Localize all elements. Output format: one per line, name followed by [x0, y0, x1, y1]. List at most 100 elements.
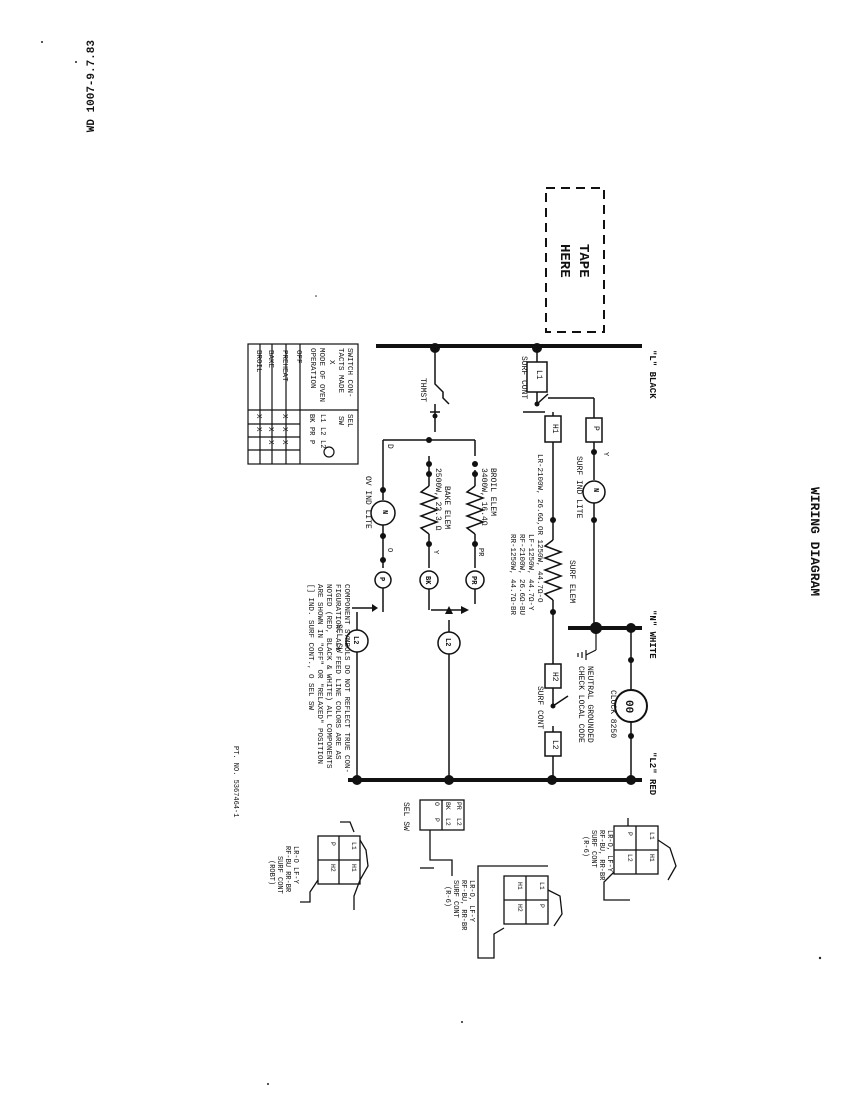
- bake-elem-spec: 2500W, 22.3 Ω: [433, 468, 442, 531]
- svg-text:RF-BU, RR-BR: RF-BU, RR-BR: [459, 880, 467, 931]
- svg-text:P: P: [433, 818, 440, 822]
- tape-label: TAPE: [575, 244, 591, 278]
- svg-text:P: P: [329, 842, 336, 846]
- svg-text:SURF CONT: SURF CONT: [589, 830, 597, 868]
- clock-face-glyph: 00: [622, 700, 634, 713]
- svg-text:X: X: [280, 414, 288, 419]
- svg-text:X: X: [327, 360, 335, 365]
- svg-text:X: X: [280, 440, 288, 445]
- surf-ind-lite-glyph: N: [591, 488, 599, 492]
- svg-text:P: P: [626, 832, 633, 836]
- p-contact-label: P: [591, 426, 600, 431]
- surf-cont-detail-left: L1 H1 P H2 LR-O LF-Y RF-BU RR-BR SURF CO…: [267, 821, 369, 910]
- part-number: PT. NO. 5367464-1: [231, 746, 239, 817]
- svg-text:LR-O LF-Y: LR-O LF-Y: [291, 846, 299, 885]
- svg-text:PREHEAT: PREHEAT: [280, 350, 288, 382]
- l2-contact-label: L2: [550, 740, 559, 750]
- svg-text:L2: L2: [318, 440, 326, 448]
- bake-elem-label: BAKE ELEM: [442, 486, 451, 529]
- svg-text:RR-1250W, 44.7Ω-BR: RR-1250W, 44.7Ω-BR: [508, 534, 516, 616]
- svg-text:L1: L1: [350, 842, 357, 850]
- broil-elem-label: BROIL ELEM: [488, 468, 497, 516]
- svg-text:LR-O, LF-Y: LR-O, LF-Y: [467, 880, 475, 923]
- svg-text:P: P: [538, 904, 545, 908]
- surf-ind-lite-label: SURF IND LITE: [574, 456, 583, 519]
- l2-red-label: "L2" RED: [647, 752, 657, 796]
- l1-contact-label: L1: [534, 370, 543, 380]
- svg-text:NOTED (RED, BLACK & WHITE) ALL: NOTED (RED, BLACK & WHITE) ALL COMPONENT…: [324, 584, 332, 769]
- thermostat-label: THMST: [418, 378, 427, 402]
- component-notes: COMPONENT SYMBOLS DO NOT REFLECT TRUE CO…: [306, 584, 350, 773]
- svg-text:SEL: SEL: [345, 414, 353, 428]
- scan-specks: [41, 41, 822, 1085]
- svg-text:PR: PR: [307, 427, 315, 436]
- surf-elem-specs: LR-2100W, 26.6Ω,OR 1250W, 44.7Ω-O LF-125…: [508, 454, 543, 616]
- h1-contact-label: H1: [550, 424, 559, 434]
- h2-contact-label: H2: [550, 672, 559, 682]
- y-wire-label: Y: [601, 452, 609, 457]
- ground-symbol: [577, 628, 597, 660]
- svg-text:LR-2100W, 26.6Ω,OR 1250W, 44.7: LR-2100W, 26.6Ω,OR 1250W, 44.7Ω-O: [535, 454, 543, 603]
- svg-text:SW: SW: [336, 416, 344, 426]
- svg-text:[] IND. SURF CONT., O SEL SW: [] IND. SURF CONT., O SEL SW: [306, 584, 314, 711]
- neutral-grounded-label: NEUTRAL GROUNDED: [585, 666, 594, 743]
- svg-text:COMPONENT SYMBOLS DO NOT REFLE: COMPONENT SYMBOLS DO NOT REFLECT TRUE CO…: [342, 584, 350, 773]
- svg-text:BROIL: BROIL: [254, 350, 262, 373]
- svg-text:TACTS MADE: TACTS MADE: [336, 348, 344, 394]
- check-local-code-label: CHECK LOCAL CODE: [576, 666, 585, 743]
- svg-text:L1: L1: [648, 832, 655, 840]
- surf-cont-detail-right: L1 H1 P L2 LR-O, LF-Y RF-BU, RR-BR SURF …: [581, 818, 677, 901]
- svg-text:H1: H1: [350, 864, 357, 872]
- oven-circuit: [345, 348, 486, 778]
- svg-text:RF-2100W, 26.6Ω-BU: RF-2100W, 26.6Ω-BU: [517, 534, 525, 615]
- svg-text:L2: L2: [455, 818, 462, 826]
- diagram-title: WIRING DIAGRAM: [807, 487, 822, 596]
- svg-text:PR: PR: [455, 802, 462, 810]
- svg-text:(R-6): (R-6): [581, 836, 589, 857]
- sel-sw-label: SEL SW: [334, 624, 343, 653]
- svg-text:H2: H2: [329, 864, 336, 872]
- svg-text:RF-BU, RR-BR: RF-BU, RR-BR: [597, 830, 605, 881]
- l2-circle-label: L2: [443, 638, 451, 646]
- here-label: HERE: [556, 244, 572, 278]
- svg-text:X: X: [254, 414, 262, 419]
- svg-text:L2: L2: [444, 818, 451, 826]
- neutral-white-label: "N" WHITE: [647, 610, 657, 659]
- d-wire-label: D: [385, 444, 394, 449]
- l2b-circle-label: L2: [351, 636, 359, 644]
- svg-text:X: X: [266, 427, 274, 432]
- svg-text:H1: H1: [516, 882, 523, 890]
- svg-text:L1: L1: [318, 414, 326, 422]
- bk-circle-label: BK: [423, 576, 431, 585]
- svg-text:X: X: [266, 440, 274, 445]
- surf-cont-label-1: SURF CONT: [519, 356, 528, 399]
- svg-text:ARE SHOWN IN "OFF" OR "RELAXED: ARE SHOWN IN "OFF" OR "RELAXED" POSITION: [315, 584, 323, 764]
- svg-text:L1: L1: [538, 882, 545, 890]
- svg-text:L2: L2: [626, 854, 633, 862]
- clock-label: CLOCK 8250: [608, 690, 617, 738]
- y-wire-label-2: Y: [431, 550, 439, 555]
- svg-text:L2: L2: [318, 427, 326, 435]
- svg-text:FIGURATION. ALL FEED LINE COLO: FIGURATION. ALL FEED LINE COLORS ARE AS: [333, 584, 341, 760]
- ov-ind-lite-glyph: N: [380, 510, 388, 514]
- svg-text:SWITCH CON-: SWITCH CON-: [345, 348, 353, 398]
- broil-elem-spec: 3400W, 16.4Ω: [479, 468, 488, 526]
- svg-text:BK: BK: [444, 802, 451, 810]
- svg-text:LR-O, LF-Y: LR-O, LF-Y: [605, 830, 613, 873]
- svg-text:P: P: [307, 440, 315, 444]
- svg-text:RF-BU RR-BR: RF-BU RR-BR: [283, 846, 291, 893]
- svg-text:MODE OF OVEN: MODE OF OVEN: [317, 348, 325, 402]
- svg-text:LF-1250W, 44.7Ω-Y: LF-1250W, 44.7Ω-Y: [526, 534, 534, 611]
- ov-ind-lite-label: OV IND LITE: [363, 476, 372, 529]
- sel-sw-detail: PR BK O L2 L2 P SEL SW: [401, 799, 465, 876]
- svg-text:O: O: [433, 802, 440, 806]
- svg-text:SURF CONT: SURF CONT: [275, 856, 283, 894]
- pr-wire-label: PR: [476, 548, 484, 557]
- switch-contacts-table: SWITCH CON- TACTS MADE X SEL SW MODE OF …: [247, 343, 359, 465]
- svg-text:(R-6): (R-6): [443, 886, 451, 907]
- svg-text:BAKE: BAKE: [266, 350, 274, 369]
- surf-elem-label: SURF ELEM: [567, 560, 576, 603]
- svg-text:SURF CONT: SURF CONT: [451, 880, 459, 918]
